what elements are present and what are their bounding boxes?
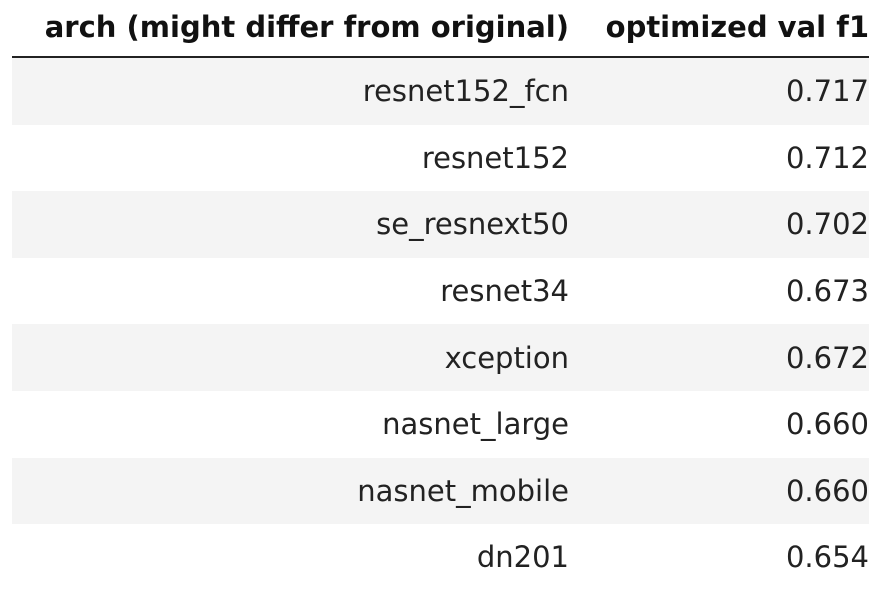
cell-f1: 0.672 bbox=[785, 340, 869, 375]
table-row: dn201 0.654 bbox=[12, 524, 869, 591]
cell-arch: dn201 bbox=[476, 540, 569, 575]
cell-arch: resnet34 bbox=[440, 274, 569, 309]
cell-f1: 0.654 bbox=[785, 540, 869, 575]
cell-f1: 0.717 bbox=[785, 74, 869, 109]
table-row: resnet152_fcn 0.717 bbox=[12, 58, 869, 125]
cell-f1: 0.660 bbox=[785, 473, 869, 508]
table-row: nasnet_large 0.660 bbox=[12, 391, 869, 458]
cell-arch: nasnet_large bbox=[382, 407, 569, 442]
table-row: xception 0.672 bbox=[12, 324, 869, 391]
table-row: se_resnext50 0.702 bbox=[12, 191, 869, 258]
table-header: arch (might differ from original) optimi… bbox=[12, 0, 869, 58]
cell-f1: 0.660 bbox=[785, 407, 869, 442]
cell-f1: 0.712 bbox=[785, 140, 869, 175]
header-f1: optimized val f1 bbox=[605, 10, 869, 44]
table-row: resnet152 0.712 bbox=[12, 125, 869, 192]
cell-arch: resnet152_fcn bbox=[362, 74, 569, 109]
table-row: resnet34 0.673 bbox=[12, 258, 869, 325]
cell-arch: resnet152 bbox=[421, 140, 569, 175]
cell-arch: xception bbox=[444, 340, 569, 375]
cell-f1: 0.673 bbox=[785, 274, 869, 309]
cell-arch: se_resnext50 bbox=[376, 207, 569, 242]
table-row: nasnet_mobile 0.660 bbox=[12, 457, 869, 525]
cell-arch: nasnet_mobile bbox=[357, 473, 569, 508]
header-arch: arch (might differ from original) bbox=[44, 10, 569, 44]
cell-f1: 0.702 bbox=[785, 207, 869, 242]
